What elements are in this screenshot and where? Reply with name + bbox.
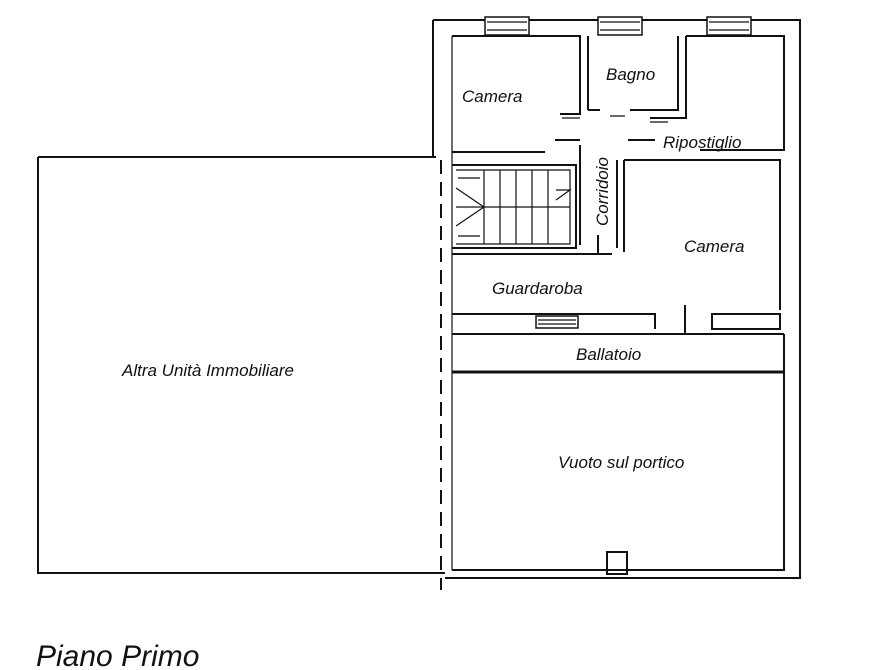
altra-unita-outline xyxy=(37,156,445,574)
staircase xyxy=(452,164,577,249)
ballatoio-walls xyxy=(452,333,785,571)
label-corridoio: Corridoio xyxy=(593,157,612,226)
top-windows xyxy=(484,16,752,36)
plan-caption: Piano Primo xyxy=(36,640,199,670)
guardaroba-walls xyxy=(452,253,781,335)
label-vuoto-portico: Vuoto sul portico xyxy=(558,453,684,472)
portico-pillar xyxy=(606,551,628,575)
label-ripostiglio: Ripostiglio xyxy=(663,133,741,152)
label-ballatoio: Ballatoio xyxy=(576,345,641,364)
upper-rooms-walls xyxy=(452,35,785,153)
label-bagno: Bagno xyxy=(606,65,655,84)
label-altra-unita: Altra Unità Immobiliare xyxy=(121,361,294,380)
label-guardaroba: Guardaroba xyxy=(492,279,583,298)
label-camera-top-left: Camera xyxy=(462,87,522,106)
corridor-walls xyxy=(579,145,781,310)
label-camera-right: Camera xyxy=(684,237,744,256)
